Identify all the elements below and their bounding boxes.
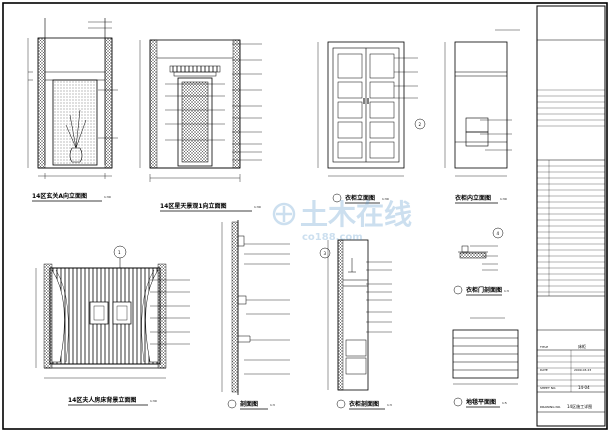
view-entrance-elevation: 14区玄关A向立面图 1:30 bbox=[27, 18, 118, 202]
view-door-section-detail: 4 衣柜门剖面图 1:3 bbox=[453, 227, 509, 296]
svg-text:TITLE: TITLE bbox=[539, 345, 548, 349]
svg-text:1:30: 1:30 bbox=[500, 197, 507, 201]
svg-text:DATE: DATE bbox=[540, 368, 548, 372]
painting-right bbox=[112, 301, 132, 325]
stone-panel bbox=[52, 79, 98, 166]
svg-text:床柜: 床柜 bbox=[578, 343, 586, 349]
title-bed-backdrop: 14区夫人房床背景立面图 bbox=[68, 396, 136, 404]
view-section-1: 剖面图 1:3 bbox=[221, 220, 290, 410]
door-frame bbox=[177, 77, 213, 167]
painting-left bbox=[89, 301, 109, 325]
section-marker-2 bbox=[414, 118, 426, 130]
svg-text:3: 3 bbox=[324, 251, 327, 256]
svg-text:1:30: 1:30 bbox=[382, 197, 389, 201]
title-door-elevation: 14区星天景观1向立面图 bbox=[160, 202, 227, 210]
svg-text:14区施工详图: 14区施工详图 bbox=[567, 403, 592, 409]
vase-drawing bbox=[69, 147, 83, 163]
svg-text:14-04: 14-04 bbox=[578, 385, 590, 390]
door-lattice bbox=[181, 81, 209, 163]
title-entrance-elevation: 14区玄关A向立面图 bbox=[32, 192, 87, 200]
title-wardrobe-section: 衣柜剖面图 bbox=[349, 400, 379, 408]
svg-text:1: 1 bbox=[118, 250, 121, 255]
section-marker-3 bbox=[319, 247, 331, 259]
svg-text:1:30: 1:30 bbox=[104, 195, 111, 199]
view-door-elevation: 14区星天景观1向立面图 1:30 bbox=[139, 39, 262, 212]
section-marker-4 bbox=[492, 227, 504, 239]
svg-text:1:3: 1:3 bbox=[387, 403, 392, 407]
title-carpet-plan: 地毯平面图 bbox=[466, 398, 496, 406]
watermark-text: 土木在线 bbox=[300, 198, 412, 231]
view-wardrobe-section: 3 衣柜剖面图 1:3 bbox=[319, 239, 392, 410]
view-bed-backdrop-elevation: 1 14区夫人房床背景立面图 1:30 bbox=[35, 245, 190, 406]
left-curtain bbox=[51, 269, 65, 363]
title-wardrobe-interior: 衣柜内立面图 bbox=[455, 194, 491, 202]
view-carpet-plan: 地毯平面图 1:5 bbox=[452, 317, 519, 408]
svg-text:1:30: 1:30 bbox=[254, 205, 261, 209]
svg-text:1:30: 1:30 bbox=[150, 399, 157, 403]
svg-text:1:5: 1:5 bbox=[502, 401, 507, 405]
svg-text:DRAWING NO.: DRAWING NO. bbox=[540, 405, 561, 409]
svg-text:1:3: 1:3 bbox=[504, 289, 509, 293]
svg-text:1:3: 1:3 bbox=[270, 403, 275, 407]
title-wardrobe-elevation: 衣柜立面图 bbox=[345, 194, 375, 202]
view-wardrobe-elevation: 2 衣柜立面图 1:30 bbox=[317, 41, 426, 204]
watermark-url: co188.com bbox=[302, 232, 363, 243]
view-wardrobe-interior: 衣柜内立面图 1:30 bbox=[444, 29, 520, 204]
title-door-section: 衣柜门剖面图 bbox=[466, 286, 502, 294]
watermark: 土木在线 co188.com bbox=[272, 198, 412, 243]
svg-text:2009.03.23: 2009.03.23 bbox=[574, 368, 591, 372]
svg-text:4: 4 bbox=[497, 231, 500, 236]
right-curtain bbox=[145, 269, 159, 363]
title-block: TITLE 床柜 DATE 2009.03.23 SHEET NO. 14-04… bbox=[536, 5, 606, 427]
svg-text:2: 2 bbox=[419, 122, 422, 127]
title-section-1: 剖面图 bbox=[240, 400, 258, 408]
svg-text:SHEET NO.: SHEET NO. bbox=[540, 386, 556, 390]
